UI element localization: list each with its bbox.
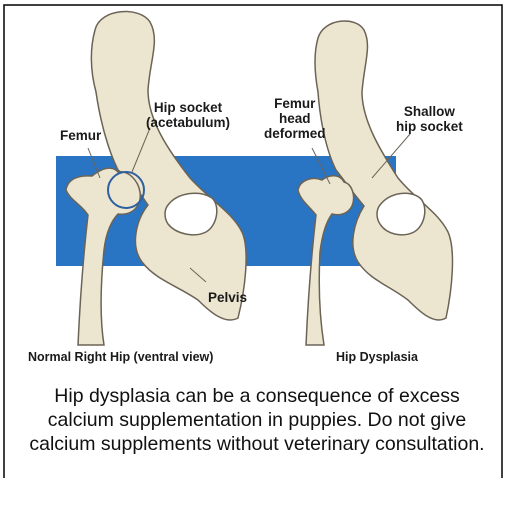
right-pelvis-bone: [315, 21, 452, 320]
label-shallow-socket-text: Shallow hip socket: [396, 104, 463, 134]
label-hip-socket: Hip socket (acetabulum): [146, 100, 230, 130]
label-pelvis: Pelvis: [208, 290, 247, 305]
label-femur: Femur: [60, 128, 101, 143]
label-shallow-socket: Shallow hip socket: [396, 104, 463, 134]
label-femur-head-deformed-text: Femur head deformed: [264, 96, 326, 141]
label-hip-socket-text: Hip socket (acetabulum): [146, 100, 230, 130]
caption-hip-dysplasia: Hip Dysplasia: [336, 350, 418, 364]
label-femur-head-deformed: Femur head deformed: [264, 96, 326, 141]
description-text: Hip dysplasia can be a consequence of ex…: [22, 384, 492, 456]
caption-normal-hip: Normal Right Hip (ventral view): [28, 350, 213, 364]
left-pelvis-foramen: [165, 193, 217, 235]
